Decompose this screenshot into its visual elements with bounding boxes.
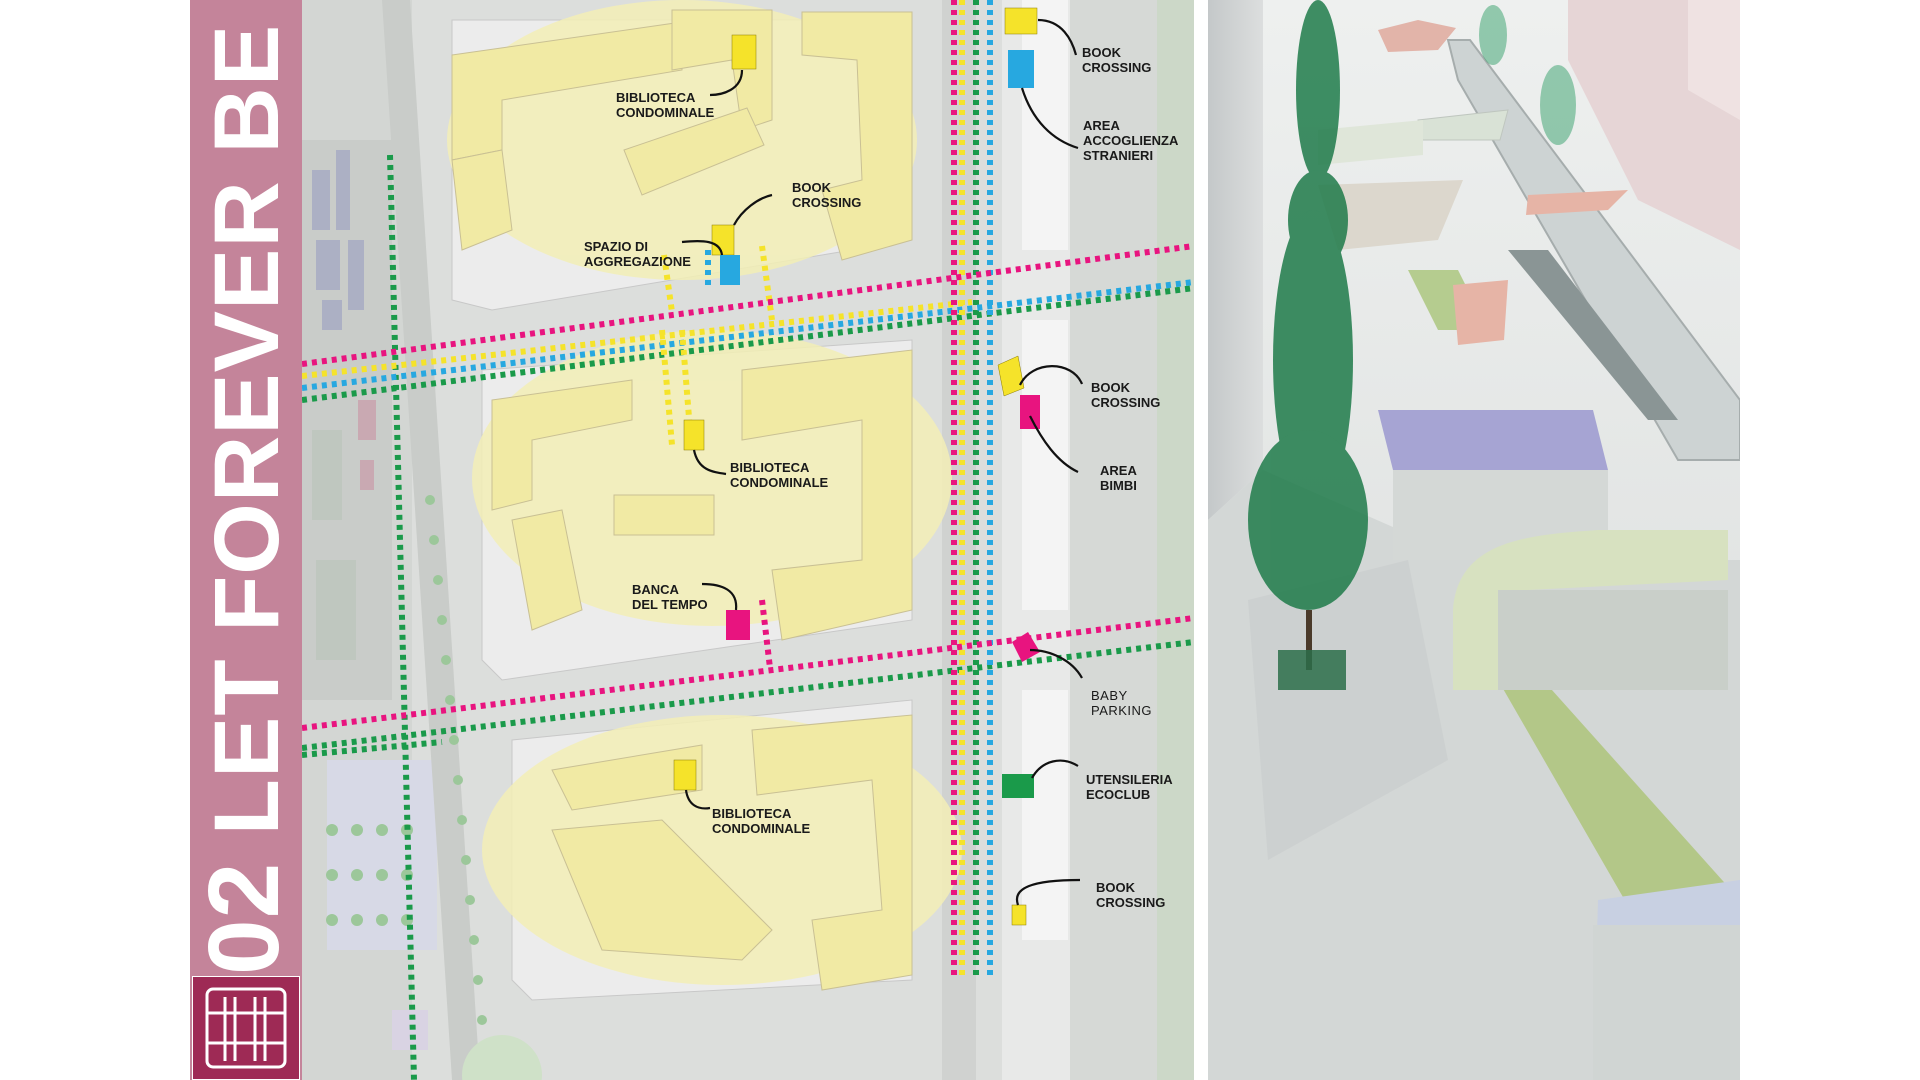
label-area-accoglienza-stranieri: AREA ACCOGLIENZA STRANIERI bbox=[1083, 118, 1179, 163]
label-book-crossing-1: BOOK CROSSING bbox=[1082, 45, 1152, 75]
panel-divider bbox=[1194, 0, 1208, 1080]
title-wrap: 02 LET FOREVER BE bbox=[190, 0, 302, 975]
project-logo bbox=[192, 976, 300, 1080]
label-book-crossing-4: BOOK CROSSING bbox=[1096, 880, 1166, 910]
street-render-view bbox=[1208, 0, 1740, 1080]
site-plan-drawing bbox=[302, 0, 1194, 1080]
label-biblioteca-condominale-1: BIBLIOTECA CONDOMINALE bbox=[616, 90, 715, 120]
title-sidebar bbox=[190, 0, 302, 1080]
label-spazio-di-aggregazione: SPAZIO DI AGGREGAZIONE bbox=[584, 239, 691, 269]
site-plan-map: BIBLIOTECA CONDOMINALE BOOK CROSSING ARE… bbox=[302, 0, 1194, 1080]
project-number: 02 bbox=[190, 861, 300, 975]
project-title: 02 LET FOREVER BE bbox=[190, 24, 300, 975]
project-name: LET FOREVER BE bbox=[196, 23, 298, 836]
label-banca-del-tempo: BANCA DEL TEMPO bbox=[632, 582, 708, 612]
label-utensileria-ecoclub: UTENSILERIA ECOCLUB bbox=[1086, 772, 1173, 802]
label-biblioteca-condominale-3: BIBLIOTECA CONDOMINALE bbox=[712, 806, 811, 836]
label-book-crossing-2: BOOK CROSSING bbox=[792, 180, 862, 210]
render-drawing bbox=[1208, 0, 1740, 1080]
label-baby-parking: BABY PARKING bbox=[1091, 688, 1153, 718]
label-book-crossing-3: BOOK CROSSING bbox=[1091, 380, 1161, 410]
label-biblioteca-condominale-2: BIBLIOTECA CONDOMINALE bbox=[730, 460, 829, 490]
label-area-bimbi: AREA BIMBI bbox=[1100, 463, 1137, 493]
